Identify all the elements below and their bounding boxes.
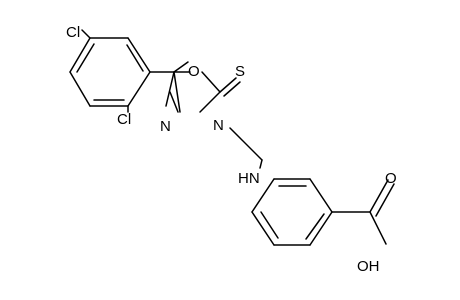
bond: [309, 211, 333, 246]
atom-sulfur: S: [235, 63, 245, 80]
atom-nitrogen-substituted: N: [213, 117, 224, 134]
double-bond-inner: [260, 211, 279, 239]
atom-nh: HN: [238, 170, 260, 187]
atom-cl-mid: Cl: [117, 111, 131, 128]
bond-cl-top: [81, 29, 91, 39]
bond: [251, 178, 275, 213]
atom-nitrogen-double: N: [160, 118, 171, 135]
bond-thione-double: [223, 81, 241, 97]
bond-carbonyl-double: [375, 183, 395, 217]
atom-oxygen-ring: O: [188, 63, 200, 80]
dichlorophenyl-ring: [69, 37, 151, 107]
double-bond-inner: [126, 44, 144, 72]
double-bond-inner: [305, 213, 325, 240]
bond: [173, 71, 181, 113]
bond: [69, 71, 91, 107]
bond-thione: [219, 77, 237, 93]
atom-hydroxyl: OH: [357, 258, 380, 275]
bond: [251, 211, 275, 246]
bond: [169, 91, 179, 113]
atom-cl-top: Cl: [66, 24, 80, 41]
bond-hydroxyl: [369, 211, 387, 245]
bond: [309, 178, 333, 213]
bond: [201, 71, 221, 93]
bond: [69, 37, 91, 73]
bond-carbonyl: [369, 179, 389, 213]
bond: [127, 37, 151, 73]
atom-carbonyl-oxygen: O: [385, 170, 397, 187]
bond: [127, 71, 151, 107]
bond: [199, 91, 221, 113]
bond: [173, 61, 189, 73]
oxadiazole-ring: [165, 61, 221, 113]
bond: [259, 159, 263, 169]
double-bond-inner: [76, 43, 95, 73]
bond: [165, 71, 175, 107]
benzoic-acid-ring: [251, 178, 333, 246]
bond: [229, 127, 263, 161]
